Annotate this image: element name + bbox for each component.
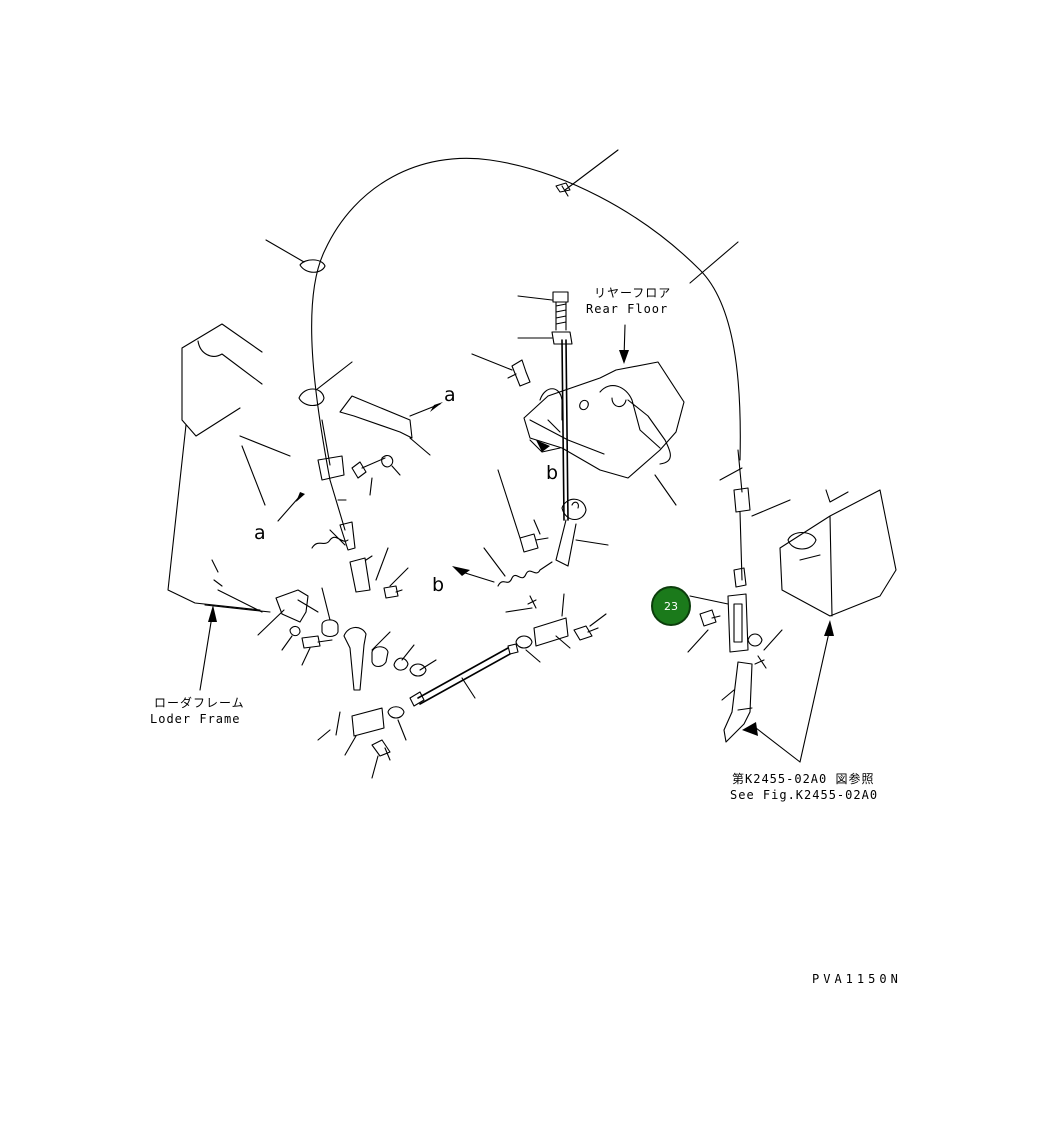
bracket-top bbox=[339, 395, 431, 456]
bolt-left-2 bbox=[301, 635, 333, 649]
cable-end-right bbox=[733, 449, 751, 588]
center-lever bbox=[555, 498, 587, 567]
callout-b-left: b bbox=[432, 574, 445, 596]
cable-clamp-left bbox=[299, 259, 326, 273]
vertical-rod bbox=[561, 339, 569, 521]
bolt-left-1 bbox=[351, 457, 386, 496]
spring-left bbox=[311, 529, 349, 549]
lever-right bbox=[721, 661, 753, 743]
rear-floor-label-en: Rear Floor bbox=[586, 302, 669, 316]
lever-arm-left bbox=[343, 626, 367, 691]
callout-b-center: b bbox=[546, 462, 559, 484]
connector-block-3 bbox=[533, 617, 569, 647]
rear-floor-label-jp: リヤーフロア bbox=[594, 286, 672, 300]
linkage-rod bbox=[417, 647, 511, 705]
control-cable bbox=[311, 157, 741, 481]
drawing-code: PVA1150N bbox=[812, 972, 902, 986]
spring-center bbox=[497, 561, 553, 587]
cable-clamp-mid bbox=[298, 388, 325, 407]
connector-block-2 bbox=[351, 707, 385, 737]
rear-floor-bracket bbox=[523, 361, 685, 479]
slot-bracket bbox=[727, 593, 749, 653]
loader-frame-label-jp: ローダフレーム bbox=[154, 696, 245, 710]
callout-a-left: a bbox=[254, 522, 266, 544]
cable-end-left bbox=[317, 419, 356, 551]
see-fig-label-jp: 第K2455-02A0 図参照 bbox=[732, 772, 875, 786]
loader-frame-label-en: Loder Frame bbox=[150, 712, 241, 726]
loader-frame bbox=[167, 323, 291, 613]
cable-clamp-top bbox=[555, 182, 571, 197]
connector-block-1 bbox=[349, 555, 373, 593]
loader-frame-arrow bbox=[199, 609, 214, 691]
right-bracket bbox=[779, 489, 897, 617]
lever-left bbox=[275, 589, 319, 623]
part-number-badge[interactable]: 23 bbox=[651, 586, 691, 626]
bolt-top bbox=[552, 291, 569, 331]
see-fig-label-en: See Fig.K2455-02A0 bbox=[730, 788, 879, 802]
callout-a-top: a bbox=[444, 384, 456, 406]
